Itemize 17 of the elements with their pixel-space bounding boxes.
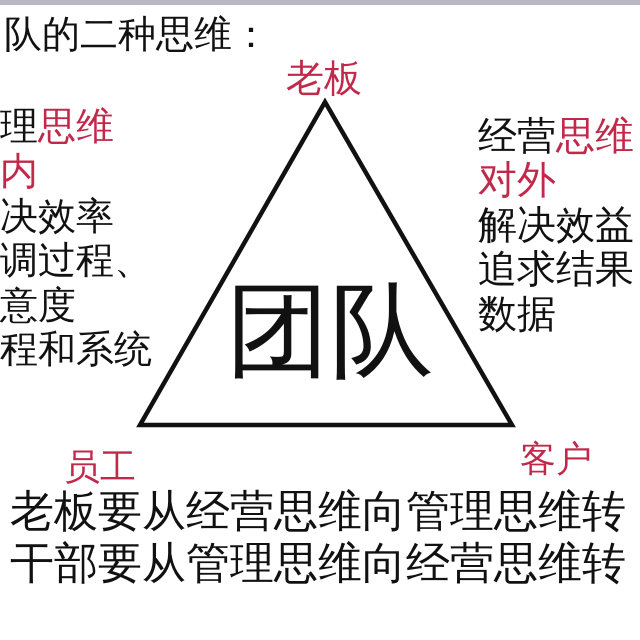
statement-text: 干部要从管理思维向经营思维转	[10, 540, 626, 588]
column-heading: 经营思维	[478, 116, 634, 159]
vertex-label: 员工	[64, 448, 136, 488]
column-subheading: 内	[0, 151, 38, 193]
vertex-label: 老板	[286, 58, 362, 100]
bullet-text: 追求结果	[478, 249, 634, 292]
title: 队的二种思维：	[4, 14, 270, 56]
triangle-label: 团队	[226, 278, 434, 382]
bullet-text: 解决效益	[478, 205, 634, 248]
bullet-text: 数据	[478, 294, 556, 337]
bullet-text: 程和系统	[0, 329, 152, 371]
bullet-text: 调过程、	[0, 240, 152, 282]
statement-text: 老板要从经营思维向管理思维转	[10, 488, 626, 536]
vertex-label: 客户	[520, 440, 592, 480]
column-subheading: 对外	[478, 160, 556, 203]
bullet-text: 决效率	[0, 196, 114, 238]
column-heading: 理思维	[0, 106, 114, 148]
